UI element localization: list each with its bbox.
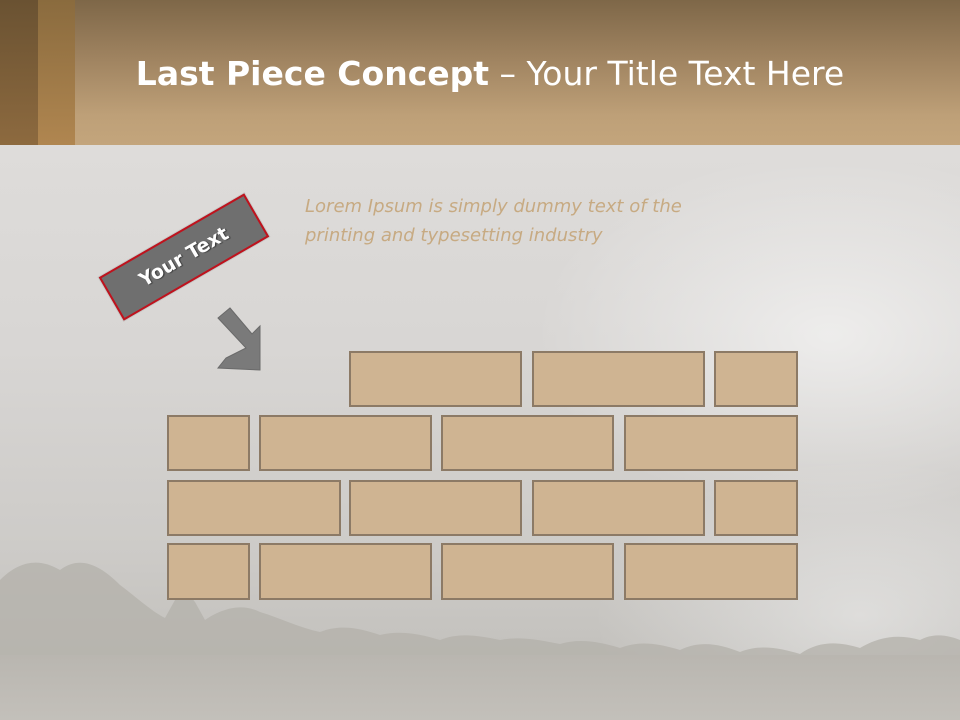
brick-row3-1[interactable] bbox=[167, 480, 341, 536]
brick-row3-2[interactable] bbox=[349, 480, 522, 536]
brick-row2-4[interactable] bbox=[624, 415, 798, 471]
header-bar: Last Piece Concept – Your Title Text Her… bbox=[0, 0, 960, 145]
header-accent-dark bbox=[0, 0, 38, 145]
background-ground bbox=[0, 655, 960, 720]
brick-row4-1[interactable] bbox=[167, 543, 250, 600]
lorem-line-2: printing and typesetting industry bbox=[305, 225, 603, 246]
brick-row3-3[interactable] bbox=[532, 480, 705, 536]
brick-row4-4[interactable] bbox=[624, 543, 798, 600]
title-main: Last Piece Concept bbox=[135, 54, 490, 93]
brick-row2-3[interactable] bbox=[441, 415, 614, 471]
brick-row1-1[interactable] bbox=[349, 351, 522, 407]
brick-row2-1[interactable] bbox=[167, 415, 250, 471]
brick-row3-4[interactable] bbox=[714, 480, 798, 536]
brick-row4-2[interactable] bbox=[259, 543, 432, 600]
lorem-text-box[interactable]: Lorem Ipsum is simply dummy text of the … bbox=[305, 192, 735, 250]
brick-row1-3[interactable] bbox=[714, 351, 798, 407]
brick-row1-2[interactable] bbox=[532, 351, 705, 407]
title-subtitle: – Your Title Text Here bbox=[499, 54, 845, 93]
header-accent-gold bbox=[38, 0, 75, 145]
arrow-down-right-icon bbox=[216, 307, 261, 371]
lorem-line-1: Lorem Ipsum is simply dummy text of the bbox=[305, 196, 682, 217]
slide-title[interactable]: Last Piece Concept – Your Title Text Her… bbox=[0, 52, 960, 96]
brick-row2-2[interactable] bbox=[259, 415, 432, 471]
brick-row4-3[interactable] bbox=[441, 543, 614, 600]
